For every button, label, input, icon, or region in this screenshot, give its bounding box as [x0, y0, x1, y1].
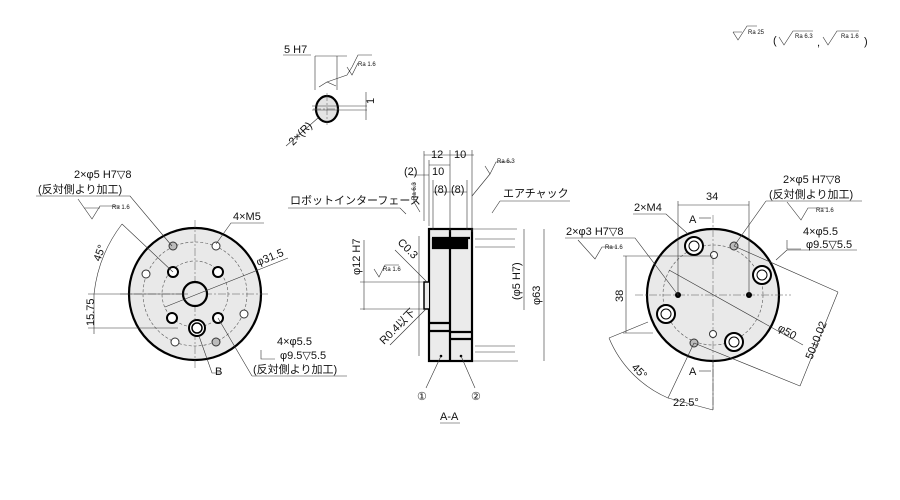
right-view: 34 2×φ5 H7▽8 (反対側より加工) Ra 1.6 2×M4 2×φ3 …: [565, 174, 862, 411]
counterbore-holes: [166, 266, 224, 324]
counterbore-symbol-icon: [260, 350, 275, 360]
cb-spec: φ9.5▽5.5: [806, 239, 852, 251]
roughness-alt2: Ra 1.6: [841, 34, 859, 40]
dim-34: 34: [706, 191, 718, 203]
dim-10: 10: [432, 166, 444, 178]
comma: ,: [817, 37, 820, 49]
robot-interface-label: ロボットインターフェース: [290, 194, 421, 207]
cb-hole-callout: 4×φ5.5: [277, 336, 312, 348]
tap-holes: [141, 241, 249, 347]
slot-ra: Ra 1.6: [358, 62, 376, 68]
pin-hole-note: (反対側より加工): [38, 182, 122, 196]
roughness-symbol-icon: [346, 62, 359, 76]
section-title: A-A: [440, 411, 459, 423]
part-1-marker: ①: [417, 391, 427, 403]
roughness-symbol-icon: [778, 30, 813, 46]
counterbore-holes: [656, 236, 772, 352]
outer-dia-dim: φ63: [531, 286, 543, 305]
pin-ra: Ra 1.6: [112, 205, 130, 211]
air-chuck-label: エアチャック: [503, 187, 569, 200]
dim-10-top: 10: [454, 149, 466, 161]
angle-dim: 45°: [92, 243, 109, 263]
section-view: 12 10 (2) 10 (8) (8) Ra 6.3 Ra 6.3 ロボットイ…: [288, 149, 570, 424]
left-view: 2×φ5 H7▽8 (反対側より加工) Ra 1.6 4×M5 φ31.5 45…: [36, 169, 347, 378]
small-pin-hole: [710, 251, 718, 259]
cb-spec: φ9.5▽5.5: [280, 350, 326, 362]
dim-50-tolerance: 50±0.02: [804, 320, 830, 361]
pin-hole: [211, 337, 221, 347]
label-b: B: [215, 366, 222, 378]
paren-open: (: [773, 35, 777, 47]
small-pin-hole: [709, 330, 717, 338]
roughness-symbol-icon: [822, 30, 859, 46]
counterbore-symbol-icon: [786, 240, 801, 250]
angle-22-dim: 22.5°: [673, 397, 699, 409]
section-marker-a-bottom: A: [689, 366, 697, 378]
dim-8-left: (8): [434, 184, 447, 196]
pin-hole-callout: 2×φ5 H7▽8: [783, 174, 841, 186]
cb-hole-callout: 4×φ5.5: [803, 226, 838, 238]
cb-note: (反対側より加工): [253, 362, 337, 376]
bore-dim: φ12 H7: [351, 239, 363, 276]
pin-hole-note: (反対側より加工): [769, 187, 853, 201]
small-pin-callout: 2×φ3 H7▽8: [566, 226, 624, 238]
ra-bore: Ra 1.6: [383, 267, 401, 273]
part-2-marker: ②: [471, 391, 481, 403]
small-pin-ra: Ra 1.6: [605, 245, 623, 251]
pin-hole: [168, 241, 178, 251]
offset-dim: 15.75: [85, 298, 97, 326]
dim-12: 12: [431, 149, 443, 161]
tap-callout: 2×M4: [634, 202, 662, 214]
chamfer-dim: C0.3: [395, 237, 420, 262]
slot-width-dim: 5 H7: [284, 44, 307, 56]
dim-2: (2): [404, 166, 417, 178]
roughness-main: Ra 25: [748, 30, 765, 36]
roughness-alt1: Ra 6.3: [795, 34, 813, 40]
pin-ra: Ra 1.6: [816, 208, 834, 214]
roughness-symbol-icon: [732, 25, 757, 41]
fillet-dim: R0.4以下: [378, 307, 418, 347]
slot-detail: 5 H7 Ra 1.6 1 2×(R): [283, 44, 377, 148]
pin-hole-callout: 2×φ5 H7▽8: [74, 169, 132, 181]
pin-bore-dim: (φ5 H7): [511, 262, 523, 300]
roughness-note: Ra 25 ( Ra 6.3 , Ra 1.6 ): [732, 25, 868, 49]
angle-45-dim: 45°: [629, 362, 649, 382]
pcd-dim: φ50: [776, 322, 799, 342]
paren-close: ): [864, 36, 868, 48]
pcd-dim: φ31.5: [255, 247, 286, 269]
ra-top: Ra 6.3: [497, 159, 515, 165]
dim-8-right: (8): [451, 184, 464, 196]
section-marker-a-top: A: [689, 214, 697, 226]
dim-38: 38: [614, 290, 626, 302]
ra-side: Ra 6.3: [412, 182, 418, 200]
slot-offset-dim: 1: [365, 98, 377, 104]
tap-callout: 4×M5: [233, 211, 261, 223]
